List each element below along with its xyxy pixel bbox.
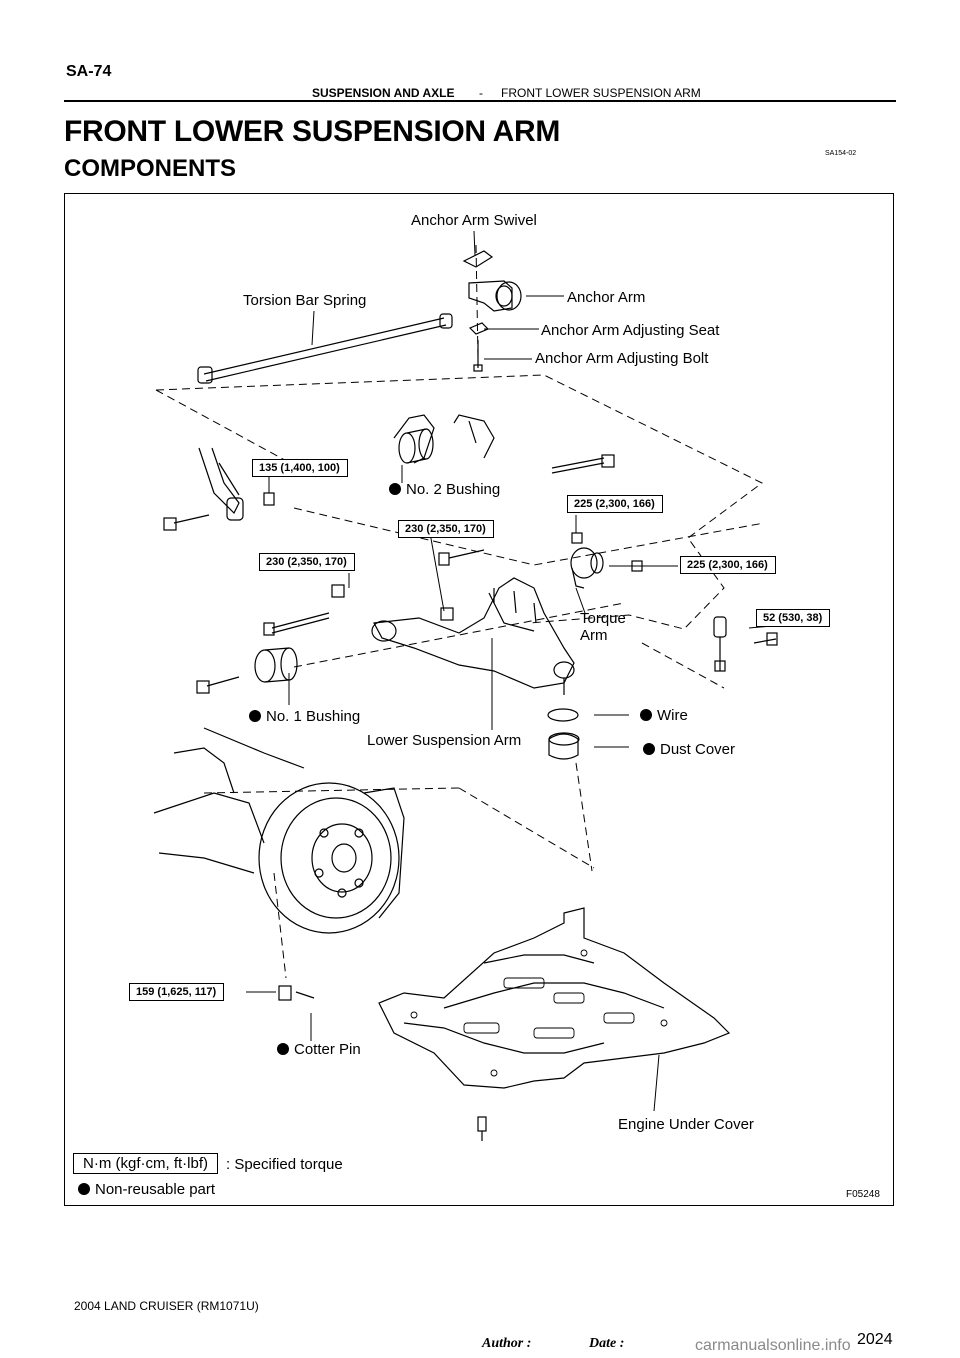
brake-disc-shape bbox=[153, 727, 405, 934]
label-cotter-pin-text: Cotter Pin bbox=[294, 1041, 361, 1058]
label-torque-arm-1: Torque bbox=[580, 610, 626, 627]
torque-spec-1: 135 (1,400, 100) bbox=[252, 459, 348, 477]
torque-spec-5: 225 (2,300, 166) bbox=[680, 556, 776, 574]
torsion-bar-spring bbox=[197, 313, 453, 384]
bolts bbox=[163, 454, 778, 1141]
label-no1-bushing-text: No. 1 Bushing bbox=[266, 708, 361, 725]
legend-torque-unit: N·m (kgf·cm, ft·lbf) bbox=[73, 1153, 218, 1174]
footer-model: 2004 LAND CRUISER (RM1071U) bbox=[74, 1299, 259, 1313]
non-reusable-dot-icon bbox=[389, 483, 401, 495]
page-number: 2024 bbox=[857, 1331, 893, 1348]
non-reusable-dot-icon bbox=[78, 1183, 90, 1195]
header-page-title: FRONT LOWER SUSPENSION ARM bbox=[501, 86, 701, 100]
no2-bushing-shape bbox=[398, 428, 434, 464]
label-engine-under-cover: Engine Under Cover bbox=[618, 1116, 754, 1133]
non-reusable-dot-icon bbox=[643, 743, 655, 755]
torque-spec-2: 230 (2,350, 170) bbox=[259, 553, 355, 571]
page-subtitle: COMPONENTS bbox=[64, 155, 237, 182]
label-anchor-arm: Anchor Arm bbox=[567, 289, 646, 306]
label-no2-bushing: No. 2 Bushing bbox=[389, 481, 500, 498]
no1-bushing-shape bbox=[254, 647, 298, 683]
watermark: carmanualsonline.info bbox=[695, 1337, 851, 1354]
page-code: SA-74 bbox=[66, 63, 112, 80]
engine-under-cover-shape bbox=[378, 907, 731, 1089]
label-anchor-arm-adjusting-seat: Anchor Arm Adjusting Seat bbox=[541, 322, 720, 339]
label-dust-cover: Dust Cover bbox=[643, 741, 735, 758]
header-separator: - bbox=[479, 86, 483, 100]
label-torque-arm-2: Arm bbox=[580, 627, 608, 644]
label-wire-text: Wire bbox=[657, 707, 688, 724]
author-label: Author : bbox=[482, 1336, 532, 1351]
torque-spec-3: 230 (2,350, 170) bbox=[398, 520, 494, 538]
figure-id: F05248 bbox=[846, 1189, 880, 1200]
torque-spec-4: 225 (2,300, 166) bbox=[567, 495, 663, 513]
label-no2-bushing-text: No. 2 Bushing bbox=[406, 481, 501, 498]
label-anchor-arm-swivel: Anchor Arm Swivel bbox=[411, 212, 537, 229]
document-code: SA154-02 bbox=[825, 150, 857, 157]
label-cotter-pin: Cotter Pin bbox=[277, 1041, 361, 1058]
label-torsion-bar-spring: Torsion Bar Spring bbox=[243, 292, 367, 309]
legend-non-reusable-text: Non-reusable part bbox=[95, 1181, 216, 1198]
non-reusable-dot-icon bbox=[277, 1043, 289, 1055]
torque-spec-6: 52 (530, 38) bbox=[756, 609, 831, 627]
header-rule bbox=[64, 100, 896, 102]
lower-suspension-arm-shape bbox=[371, 577, 575, 695]
page-title: FRONT LOWER SUSPENSION ARM bbox=[64, 115, 561, 148]
header-section: SUSPENSION AND AXLE bbox=[312, 86, 455, 100]
non-reusable-dot-icon bbox=[640, 709, 652, 721]
non-reusable-dot-icon bbox=[249, 710, 261, 722]
label-lower-suspension-arm: Lower Suspension Arm bbox=[367, 732, 522, 749]
exploded-diagram bbox=[153, 230, 778, 1141]
legend-torque-desc: : Specified torque bbox=[226, 1156, 343, 1173]
label-dust-cover-text: Dust Cover bbox=[660, 741, 736, 758]
legend-non-reusable: Non-reusable part bbox=[78, 1181, 215, 1198]
diagram-frame bbox=[64, 193, 894, 1206]
label-anchor-arm-adjusting-bolt: Anchor Arm Adjusting Bolt bbox=[535, 350, 709, 367]
label-no1-bushing: No. 1 Bushing bbox=[249, 708, 360, 725]
torque-spec-7: 159 (1,625, 117) bbox=[129, 983, 225, 1001]
label-wire: Wire bbox=[640, 707, 688, 724]
date-label: Date : bbox=[589, 1336, 625, 1351]
